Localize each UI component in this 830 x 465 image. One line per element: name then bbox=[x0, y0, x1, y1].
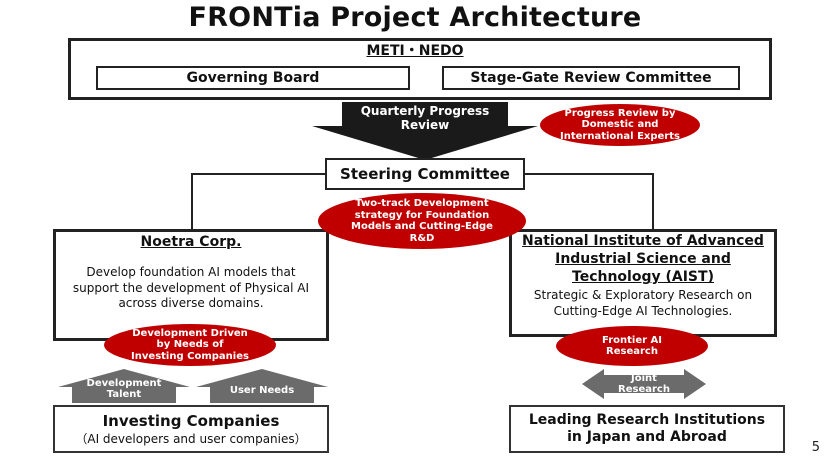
joint-research-arrow bbox=[582, 369, 706, 399]
noetra-box bbox=[53, 229, 329, 341]
governing-board-label: Governing Board bbox=[186, 70, 320, 86]
stage-gate-label: Stage-Gate Review Committee bbox=[470, 70, 712, 86]
development-talent-arrow bbox=[58, 369, 190, 403]
quarterly-review-arrow bbox=[312, 102, 538, 160]
meti-nedo-container bbox=[68, 38, 772, 100]
user-needs-arrow bbox=[196, 369, 328, 403]
aist-box bbox=[509, 229, 777, 337]
investing-companies-title: Investing Companies bbox=[102, 411, 280, 430]
steering-committee-box: Steering Committee bbox=[325, 158, 525, 190]
governing-board-box: Governing Board bbox=[96, 66, 410, 90]
connector-right-horizontal bbox=[524, 173, 654, 175]
meti-nedo-label: METI・NEDO bbox=[366, 43, 464, 59]
investing-companies-subtitle: （AI developers and user companies） bbox=[75, 431, 307, 446]
connector-left-horizontal bbox=[191, 173, 326, 175]
page-title: FRONTia Project Architecture bbox=[188, 2, 642, 33]
page-number: 5 bbox=[811, 440, 820, 455]
stage-gate-box: Stage-Gate Review Committee bbox=[442, 66, 740, 90]
steering-committee-label: Steering Committee bbox=[340, 165, 510, 183]
user-needs-label: User Needs bbox=[229, 385, 295, 397]
connector-right-vertical bbox=[652, 173, 654, 229]
connector-left-vertical bbox=[191, 173, 193, 229]
noetra-title: Noetra Corp. bbox=[140, 234, 242, 250]
investing-companies-box: Investing Companies （AI developers and u… bbox=[53, 405, 329, 453]
